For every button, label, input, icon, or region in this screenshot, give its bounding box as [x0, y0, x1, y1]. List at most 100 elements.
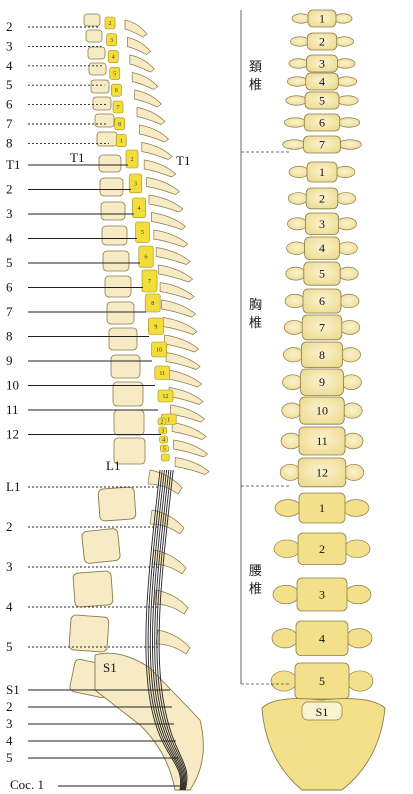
thoracic-number-12: 12 [316, 465, 328, 479]
segment-labels: 2345678T123456789101112L12345S12345Coc. … [6, 19, 44, 792]
cord-segment-number-3: 4 [112, 55, 115, 61]
thoracic-vertebra-6-right-process [338, 293, 360, 309]
sacral-label-5: 5 [6, 750, 13, 765]
spinous-process-11 [148, 194, 184, 213]
lumbar-vertebra-1 [274, 492, 370, 524]
lumbar-vertebra-1-right-process [342, 499, 370, 517]
lumbar-number-3: 3 [319, 588, 325, 602]
thoracic-vertebra-10 [281, 396, 363, 425]
lumbar-vertebra-3-body [296, 577, 348, 612]
spinous-process-22 [168, 387, 204, 405]
thoracic-vertebra-8 [283, 341, 361, 369]
cervical-vertebra-5-body [304, 91, 340, 110]
spinous-process-6 [136, 107, 166, 125]
lumbar-vertebra-3-right-process [344, 584, 372, 605]
thoracic-label-3: 3 [6, 206, 13, 221]
spinous-process-2 [127, 37, 152, 55]
thoracic-label-9: 9 [6, 353, 13, 368]
nerve-root-3 [149, 469, 184, 791]
cord-segment-7 [114, 117, 125, 131]
thoracic-vertebra-3-right-process [336, 217, 357, 231]
spinous-process-1 [124, 19, 148, 38]
lumbar-vertebra-4-right-process [345, 628, 373, 649]
cervical-vertebra-4-left-process [286, 76, 309, 87]
cervical-number-2: 2 [319, 35, 325, 49]
spinous-process-19 [164, 334, 200, 353]
cervical-vertebra-1 [291, 9, 353, 28]
thoracic-label-12: 12 [6, 427, 19, 442]
thoracic-label-2: 2 [6, 182, 13, 197]
cervical-vertebra-7-right-process [338, 139, 362, 150]
cervical-label-5: 6 [6, 97, 13, 112]
thoracic-body-4 [101, 225, 128, 246]
thoracic-vertebra-4-body [304, 236, 340, 260]
lumbar-vertebra-5-body [294, 662, 350, 700]
thoracic-vertebra-10-left-process [281, 402, 303, 419]
cervical-body-1 [83, 13, 101, 27]
cervical-vertebra-3-body [306, 54, 338, 73]
thoracic-vertebra-5-right-process [337, 266, 359, 281]
cervical-region-label-1: 頚 [249, 60, 262, 75]
thoracic-vertebra-11-left-process [280, 432, 302, 450]
cord-segment-14 [141, 269, 158, 293]
cervical-vertebra-2-body [306, 32, 338, 51]
cervical-vertebra-1-left-process [291, 13, 311, 24]
lumbar-vertebra-2-body [297, 532, 347, 565]
thoracic-body-1 [98, 154, 122, 173]
lumbar-vertebra-2-left-process [273, 539, 301, 558]
cord-segment-9 [125, 149, 139, 169]
sacrum [94, 652, 204, 791]
thoracic-body-8 [108, 327, 138, 351]
cord-segment-number-19: 12 [163, 394, 169, 400]
cervical-vertebra-5 [285, 91, 359, 110]
thoracic-number-3: 3 [319, 217, 325, 231]
cord-segment-number-5: 6 [115, 88, 118, 94]
spinous-process-4 [131, 72, 159, 90]
cord-segment-21 [157, 417, 167, 426]
thoracic-vertebra-11-body [298, 426, 346, 456]
vertebra-mark-s1: S1 [103, 660, 117, 675]
thoracic-vertebra-11-right-process [342, 432, 364, 450]
cord-segment-4 [109, 67, 121, 80]
thoracic-body-11 [113, 409, 145, 436]
cervical-body-7 [94, 113, 115, 128]
cervical-vertebra-4-body [305, 72, 339, 91]
thoracic-vertebra-4-right-process [337, 241, 358, 255]
thoracic-vertebra-7-right-process [339, 320, 361, 335]
cervical-number-5: 5 [319, 94, 325, 108]
cervical-body-3 [87, 46, 106, 60]
thoracic-vertebra-3 [287, 212, 357, 236]
cord-segment-24 [160, 444, 169, 453]
spinous-process-10 [146, 177, 180, 195]
cervical-label-1: 2 [6, 19, 13, 34]
thoracic-vertebra-8-right-process [340, 347, 361, 363]
spinous-process-12 [151, 212, 186, 230]
cord-segment-16 [148, 317, 164, 335]
cord-segment-17 [151, 341, 167, 358]
lumbar-label-5: 5 [6, 639, 13, 654]
sacral-label-2: 2 [6, 699, 13, 714]
thoracic-number-2: 2 [319, 191, 325, 205]
cervical-number-7: 7 [319, 138, 325, 152]
cauda-equina [145, 469, 188, 791]
thoracic-vertebra-2-body [305, 187, 339, 210]
spinous-process-21 [167, 369, 203, 388]
spinous-process-8 [141, 142, 173, 160]
cord-segment-number-13: 6 [145, 255, 148, 261]
cord-segment-6 [112, 100, 124, 114]
cervical-vertebra-6-right-process [337, 117, 361, 128]
lumbar-region-label-1: 腰 [249, 564, 262, 579]
cord-segment-23 [159, 435, 168, 444]
lumbar-number-1: 1 [319, 501, 325, 515]
lumbar-vertebra-3 [272, 577, 372, 612]
cord-segment-number-23: 4 [162, 438, 165, 444]
cord-segment-number-9: 2 [131, 157, 134, 163]
thoracic-vertebra-12-body [297, 457, 347, 488]
segment-leader-lines [28, 26, 180, 787]
spinous-process-25 [173, 439, 209, 458]
thoracic-label-5: 5 [6, 255, 13, 270]
